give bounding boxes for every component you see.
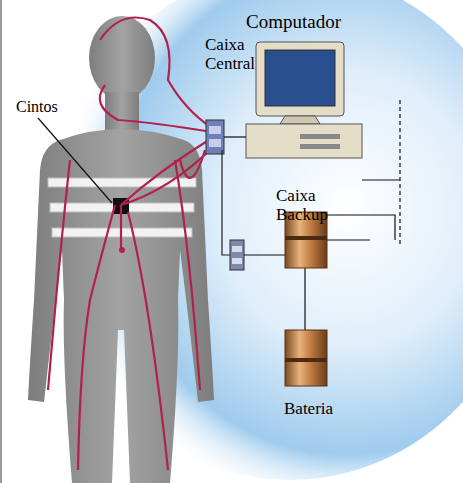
- leader-line: [38, 118, 112, 203]
- label-text: Caixa Central: [205, 36, 275, 73]
- central-box: [206, 120, 224, 154]
- battery: [285, 212, 327, 386]
- sensor: [119, 247, 125, 253]
- sensor-wires: [48, 18, 214, 471]
- computer: [246, 42, 362, 158]
- backup-box: [222, 150, 244, 270]
- connection-lines: [224, 100, 400, 330]
- label-text: Computador: [246, 12, 406, 33]
- label-text: Bateria: [284, 400, 384, 419]
- frame-edge: [0, 0, 2, 483]
- label-text: Cintos: [16, 98, 96, 116]
- human-figure: [28, 16, 214, 483]
- label-text: Caixa Backup: [276, 187, 346, 224]
